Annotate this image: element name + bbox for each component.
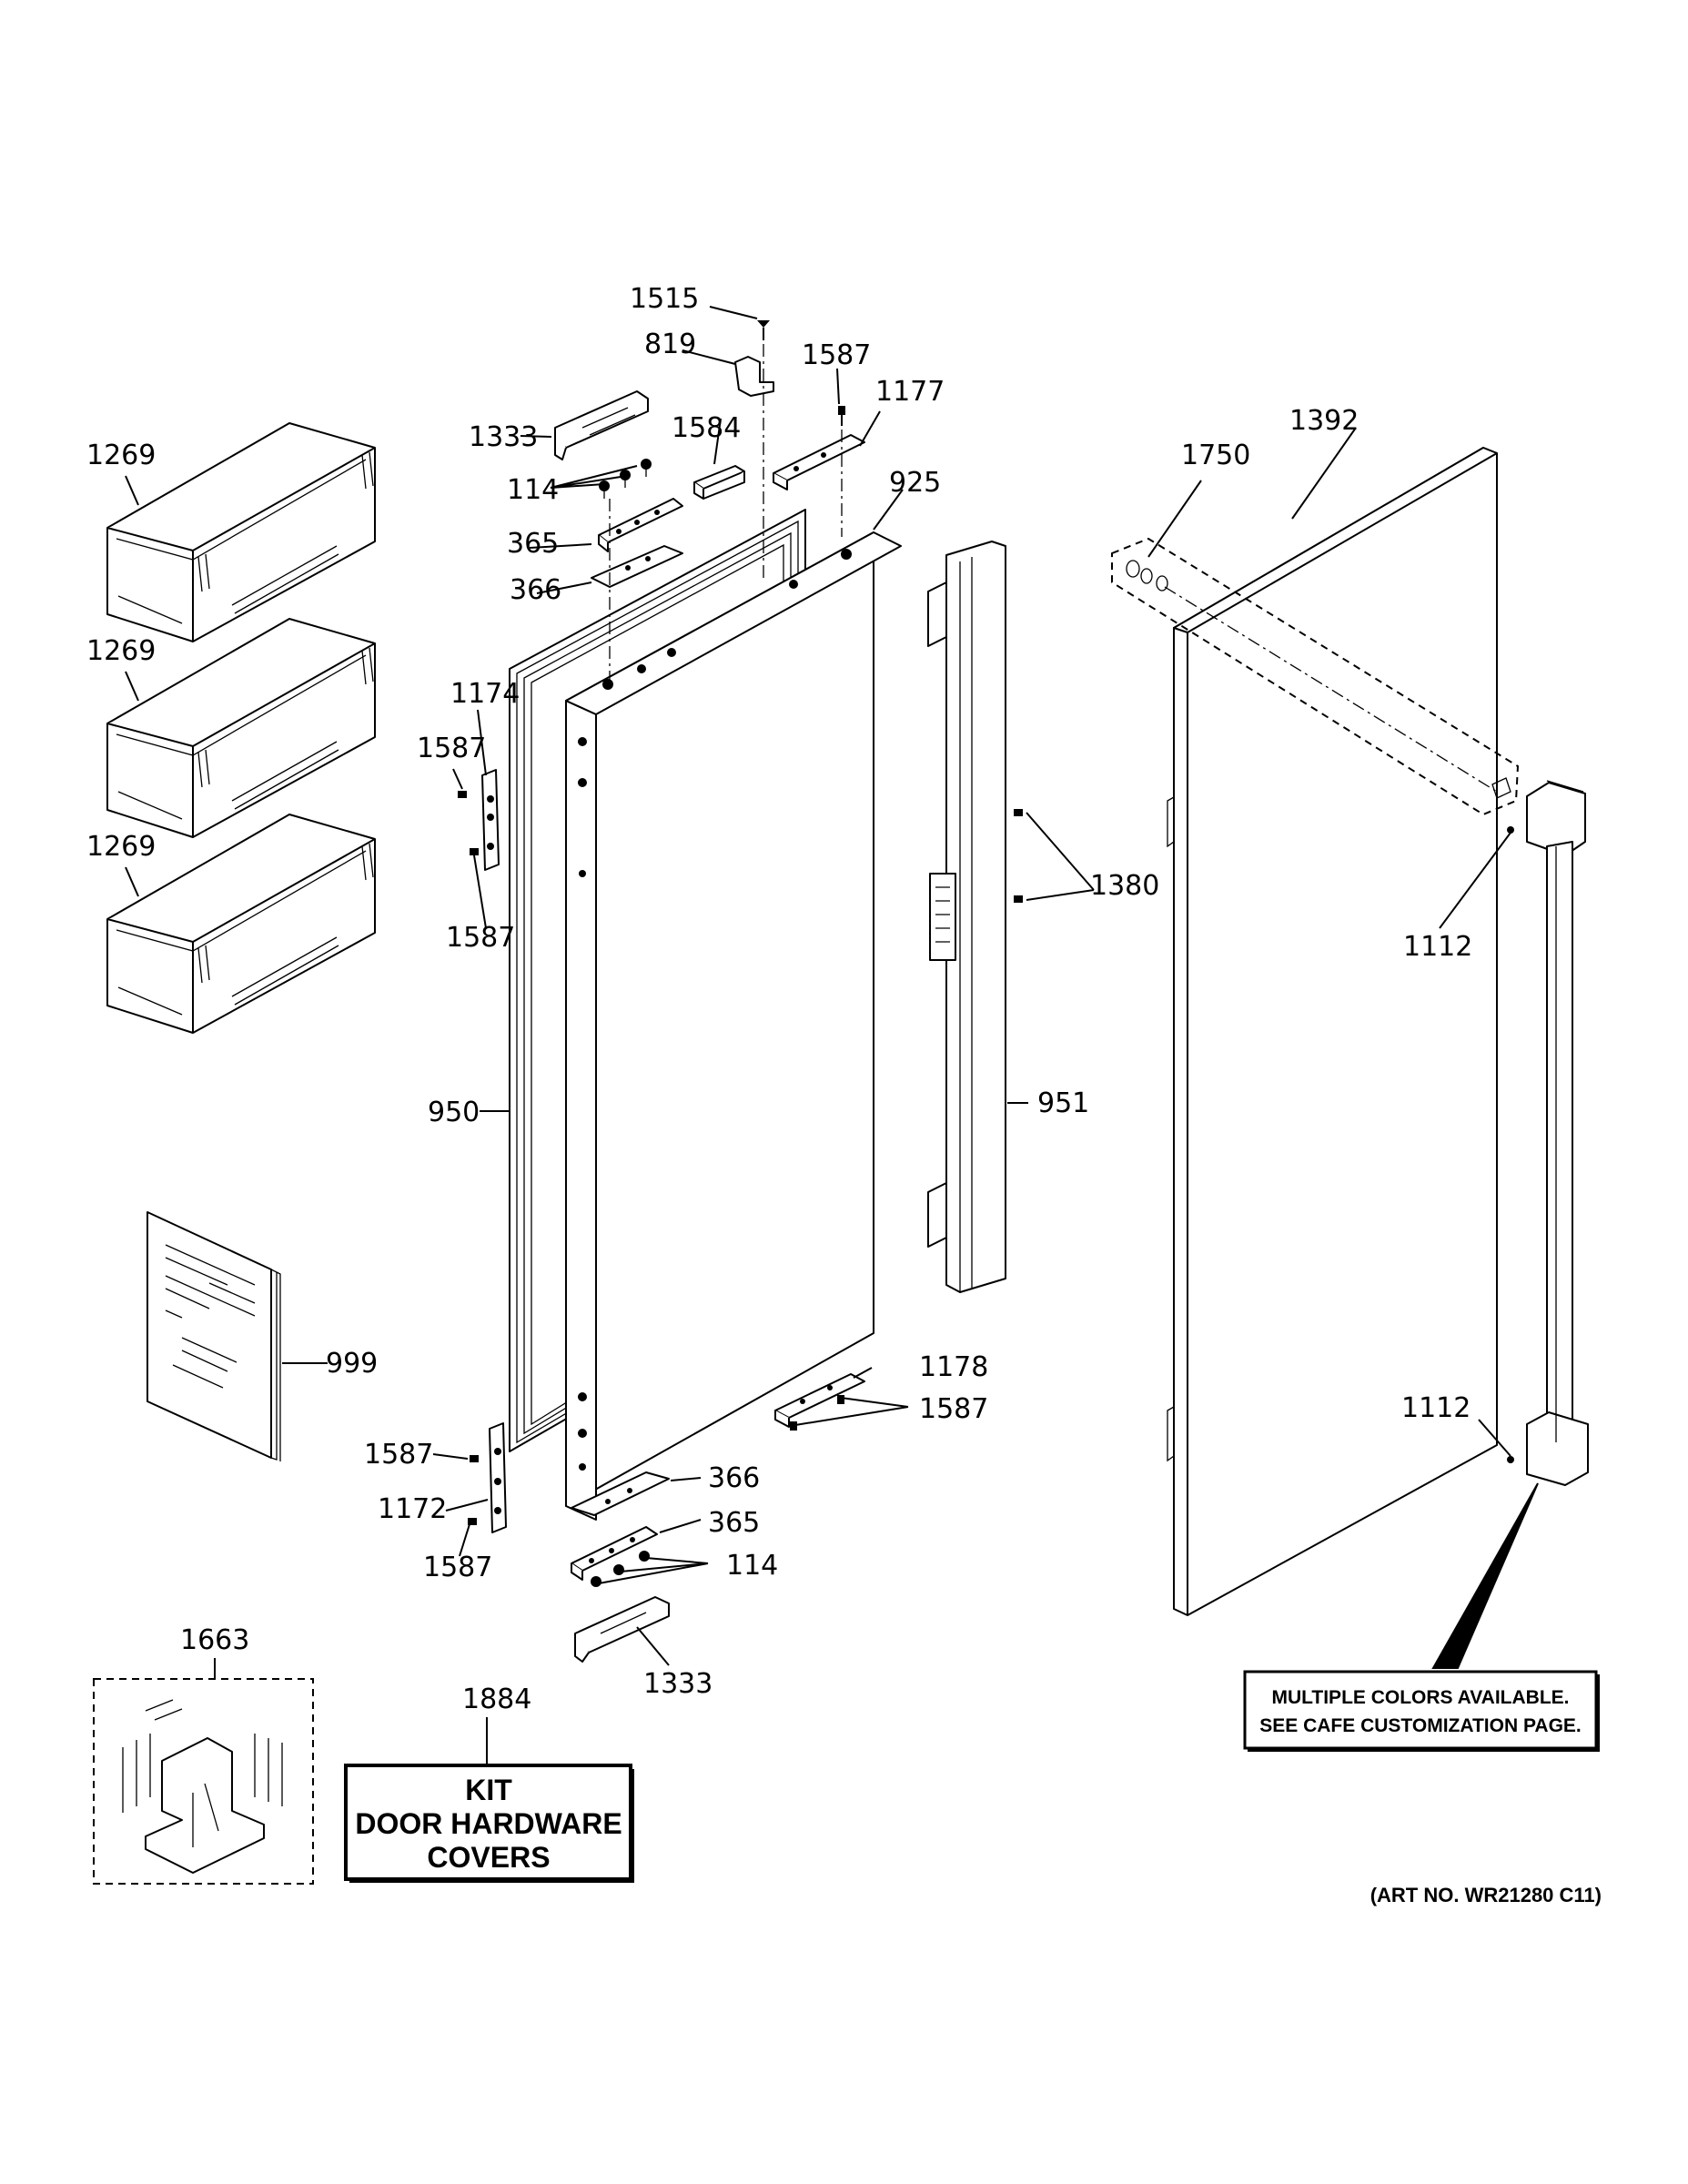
door-bin-upper[interactable] <box>106 422 376 642</box>
art-number: (ART NO. WR21280 C11) <box>1370 1884 1602 1906</box>
door-bin-lower[interactable] <box>106 814 376 1034</box>
hinge-bracket-819[interactable] <box>734 356 774 397</box>
callout-1380: 1380 <box>1090 870 1159 902</box>
kit-door-hardware-covers-box[interactable]: KIT DOOR HARDWARE COVERS <box>344 1764 634 1883</box>
leader-lines <box>125 306 1511 1764</box>
spacer-1584[interactable] <box>693 465 745 500</box>
hardware-kit-1663[interactable] <box>93 1678 314 1885</box>
callout-819: 819 <box>644 329 696 360</box>
kit-box-line-1: KIT <box>465 1774 512 1806</box>
hinge-plate-1174[interactable] <box>481 769 500 871</box>
callout-114: 114 <box>726 1550 778 1582</box>
hinge-shim-366-bottom[interactable] <box>571 1471 670 1516</box>
door-bin-middle[interactable] <box>106 618 376 838</box>
screws-1587-left-top[interactable] <box>458 791 479 855</box>
callout-1333: 1333 <box>643 1668 713 1700</box>
callout-925: 925 <box>889 467 941 499</box>
callout-1177: 1177 <box>875 376 945 408</box>
screws-1587-left-bottom[interactable] <box>468 1455 479 1525</box>
inner-door-panel[interactable] <box>565 531 902 1521</box>
callout-1174: 1174 <box>450 678 520 710</box>
note-line-1: MULTIPLE COLORS AVAILABLE. <box>1271 1687 1569 1708</box>
callout-1172: 1172 <box>378 1493 447 1525</box>
owners-manual[interactable] <box>147 1211 281 1461</box>
callout-1587: 1587 <box>423 1552 492 1583</box>
note-line-2: SEE CAFE CUSTOMIZATION PAGE. <box>1259 1715 1582 1736</box>
callout-1515: 1515 <box>630 283 699 315</box>
callout-365: 365 <box>708 1507 760 1539</box>
callout-1269: 1269 <box>86 831 156 863</box>
screw-1112-bottom[interactable] <box>1507 1456 1514 1463</box>
top-hinge-cover-1333[interactable] <box>554 390 649 460</box>
callout-1269: 1269 <box>86 440 156 471</box>
hinge-bracket-1177[interactable] <box>773 434 865 490</box>
callout-labels: 1515 819 1587 1177 1333 1584 114 925 365… <box>86 283 1472 1715</box>
hinge-plate-365-top[interactable] <box>598 498 683 552</box>
callout-1587: 1587 <box>446 922 515 954</box>
screws-1587-bottom-right[interactable] <box>790 1395 844 1431</box>
note-pointer-arrow <box>1431 1482 1539 1669</box>
kit-box-line-2: DOOR HARDWARE <box>355 1807 622 1840</box>
callout-1269: 1269 <box>86 635 156 667</box>
callout-1587: 1587 <box>919 1393 988 1425</box>
callout-1584: 1584 <box>672 412 741 444</box>
callout-1587: 1587 <box>802 339 871 371</box>
callout-1884: 1884 <box>462 1684 531 1715</box>
callout-1750: 1750 <box>1181 440 1250 471</box>
callout-951: 951 <box>1037 1087 1089 1119</box>
hinge-plate-1172[interactable] <box>489 1422 507 1533</box>
screw-1515[interactable] <box>757 320 770 340</box>
screw-1587-top[interactable] <box>838 406 845 426</box>
callout-1112: 1112 <box>1403 931 1472 963</box>
screws-114-top[interactable] <box>599 459 652 499</box>
callout-1663: 1663 <box>180 1624 249 1656</box>
hinge-bracket-1178[interactable] <box>774 1373 865 1428</box>
callout-1333: 1333 <box>469 421 538 453</box>
hinge-plate-365-bottom[interactable] <box>571 1526 658 1581</box>
callout-950: 950 <box>428 1097 480 1128</box>
hinge-shim-366-top[interactable] <box>591 545 683 588</box>
callout-1178: 1178 <box>919 1351 988 1383</box>
screws-1380[interactable] <box>1014 809 1023 903</box>
callout-366: 366 <box>708 1462 760 1494</box>
callout-1587: 1587 <box>417 733 486 764</box>
callout-999: 999 <box>326 1348 378 1380</box>
callout-1112: 1112 <box>1401 1392 1471 1424</box>
outer-door-panel[interactable] <box>1167 447 1498 1616</box>
callout-1392: 1392 <box>1289 405 1359 437</box>
callout-365: 365 <box>507 528 559 560</box>
door-handle[interactable] <box>1526 780 1589 1486</box>
callout-366: 366 <box>510 574 561 606</box>
bottom-hinge-cover-1333[interactable] <box>574 1596 670 1663</box>
kit-box-line-3: COVERS <box>427 1841 550 1874</box>
color-options-note-box: MULTIPLE COLORS AVAILABLE. SEE CAFE CUST… <box>1243 1670 1600 1752</box>
screw-1112-top[interactable] <box>1507 826 1514 834</box>
door-side-frame[interactable] <box>927 541 1006 1293</box>
handle-mount-hardware[interactable] <box>1111 537 1520 816</box>
callout-1587: 1587 <box>364 1439 433 1471</box>
callout-114: 114 <box>507 474 559 506</box>
